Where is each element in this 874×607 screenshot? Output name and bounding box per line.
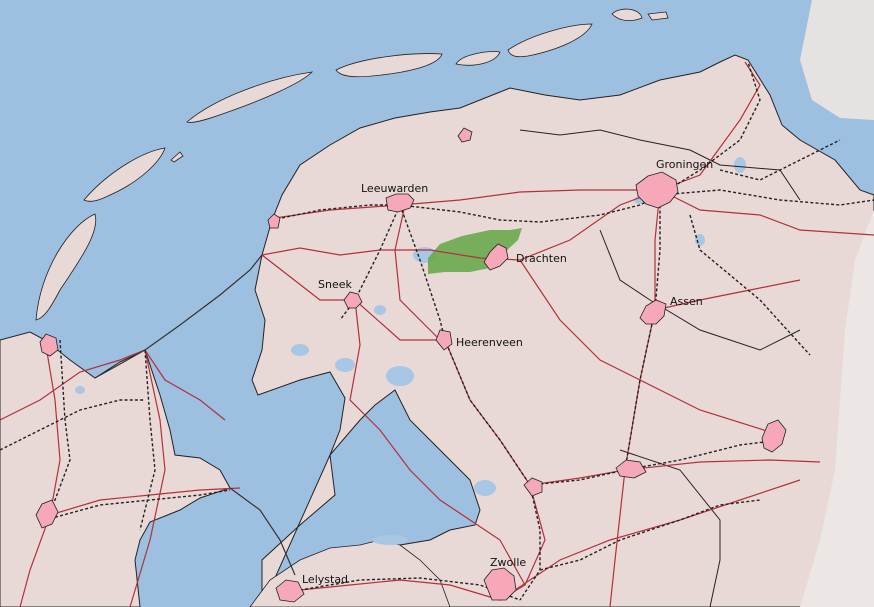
label-zwolle: Zwolle xyxy=(490,556,526,569)
city-heerenveen-shape xyxy=(435,329,453,351)
city-lelystad-shape xyxy=(275,579,305,603)
city-labels: Leeuwarden Groningen Drachten Sneek Asse… xyxy=(302,158,713,586)
label-lelystad: Lelystad xyxy=(302,573,348,586)
city-meppel-shape xyxy=(523,477,543,497)
label-assen: Assen xyxy=(670,295,703,308)
label-sneek: Sneek xyxy=(318,278,352,291)
afsluitdijk xyxy=(94,254,263,379)
city-shapes xyxy=(35,127,787,603)
city-denhelder-shape xyxy=(39,333,59,357)
mainland-north xyxy=(251,54,874,607)
city-harlingen-shape xyxy=(267,213,281,229)
city-north-shape xyxy=(457,127,473,143)
city-drachten-shape xyxy=(483,243,509,271)
city-sneek-shape xyxy=(343,291,363,309)
city-zwolle-shape xyxy=(483,567,517,601)
city-alkmaar-shape xyxy=(35,499,59,529)
city-emmen-shape xyxy=(761,419,787,453)
city-groningen-shape xyxy=(635,171,679,209)
label-leeuwarden: Leeuwarden xyxy=(361,182,428,195)
city-hoogeveen-shape xyxy=(615,459,647,479)
germany-land xyxy=(800,0,874,120)
highlight-area xyxy=(428,228,522,274)
houtribdijk xyxy=(229,487,296,576)
city-assen-shape xyxy=(639,299,667,325)
label-heerenveen: Heerenveen xyxy=(456,336,523,349)
east-land xyxy=(800,210,874,607)
label-groningen: Groningen xyxy=(656,158,713,171)
label-drachten: Drachten xyxy=(516,252,567,265)
city-leeuwarden-shape xyxy=(385,193,415,213)
wadden-islands xyxy=(35,8,669,321)
